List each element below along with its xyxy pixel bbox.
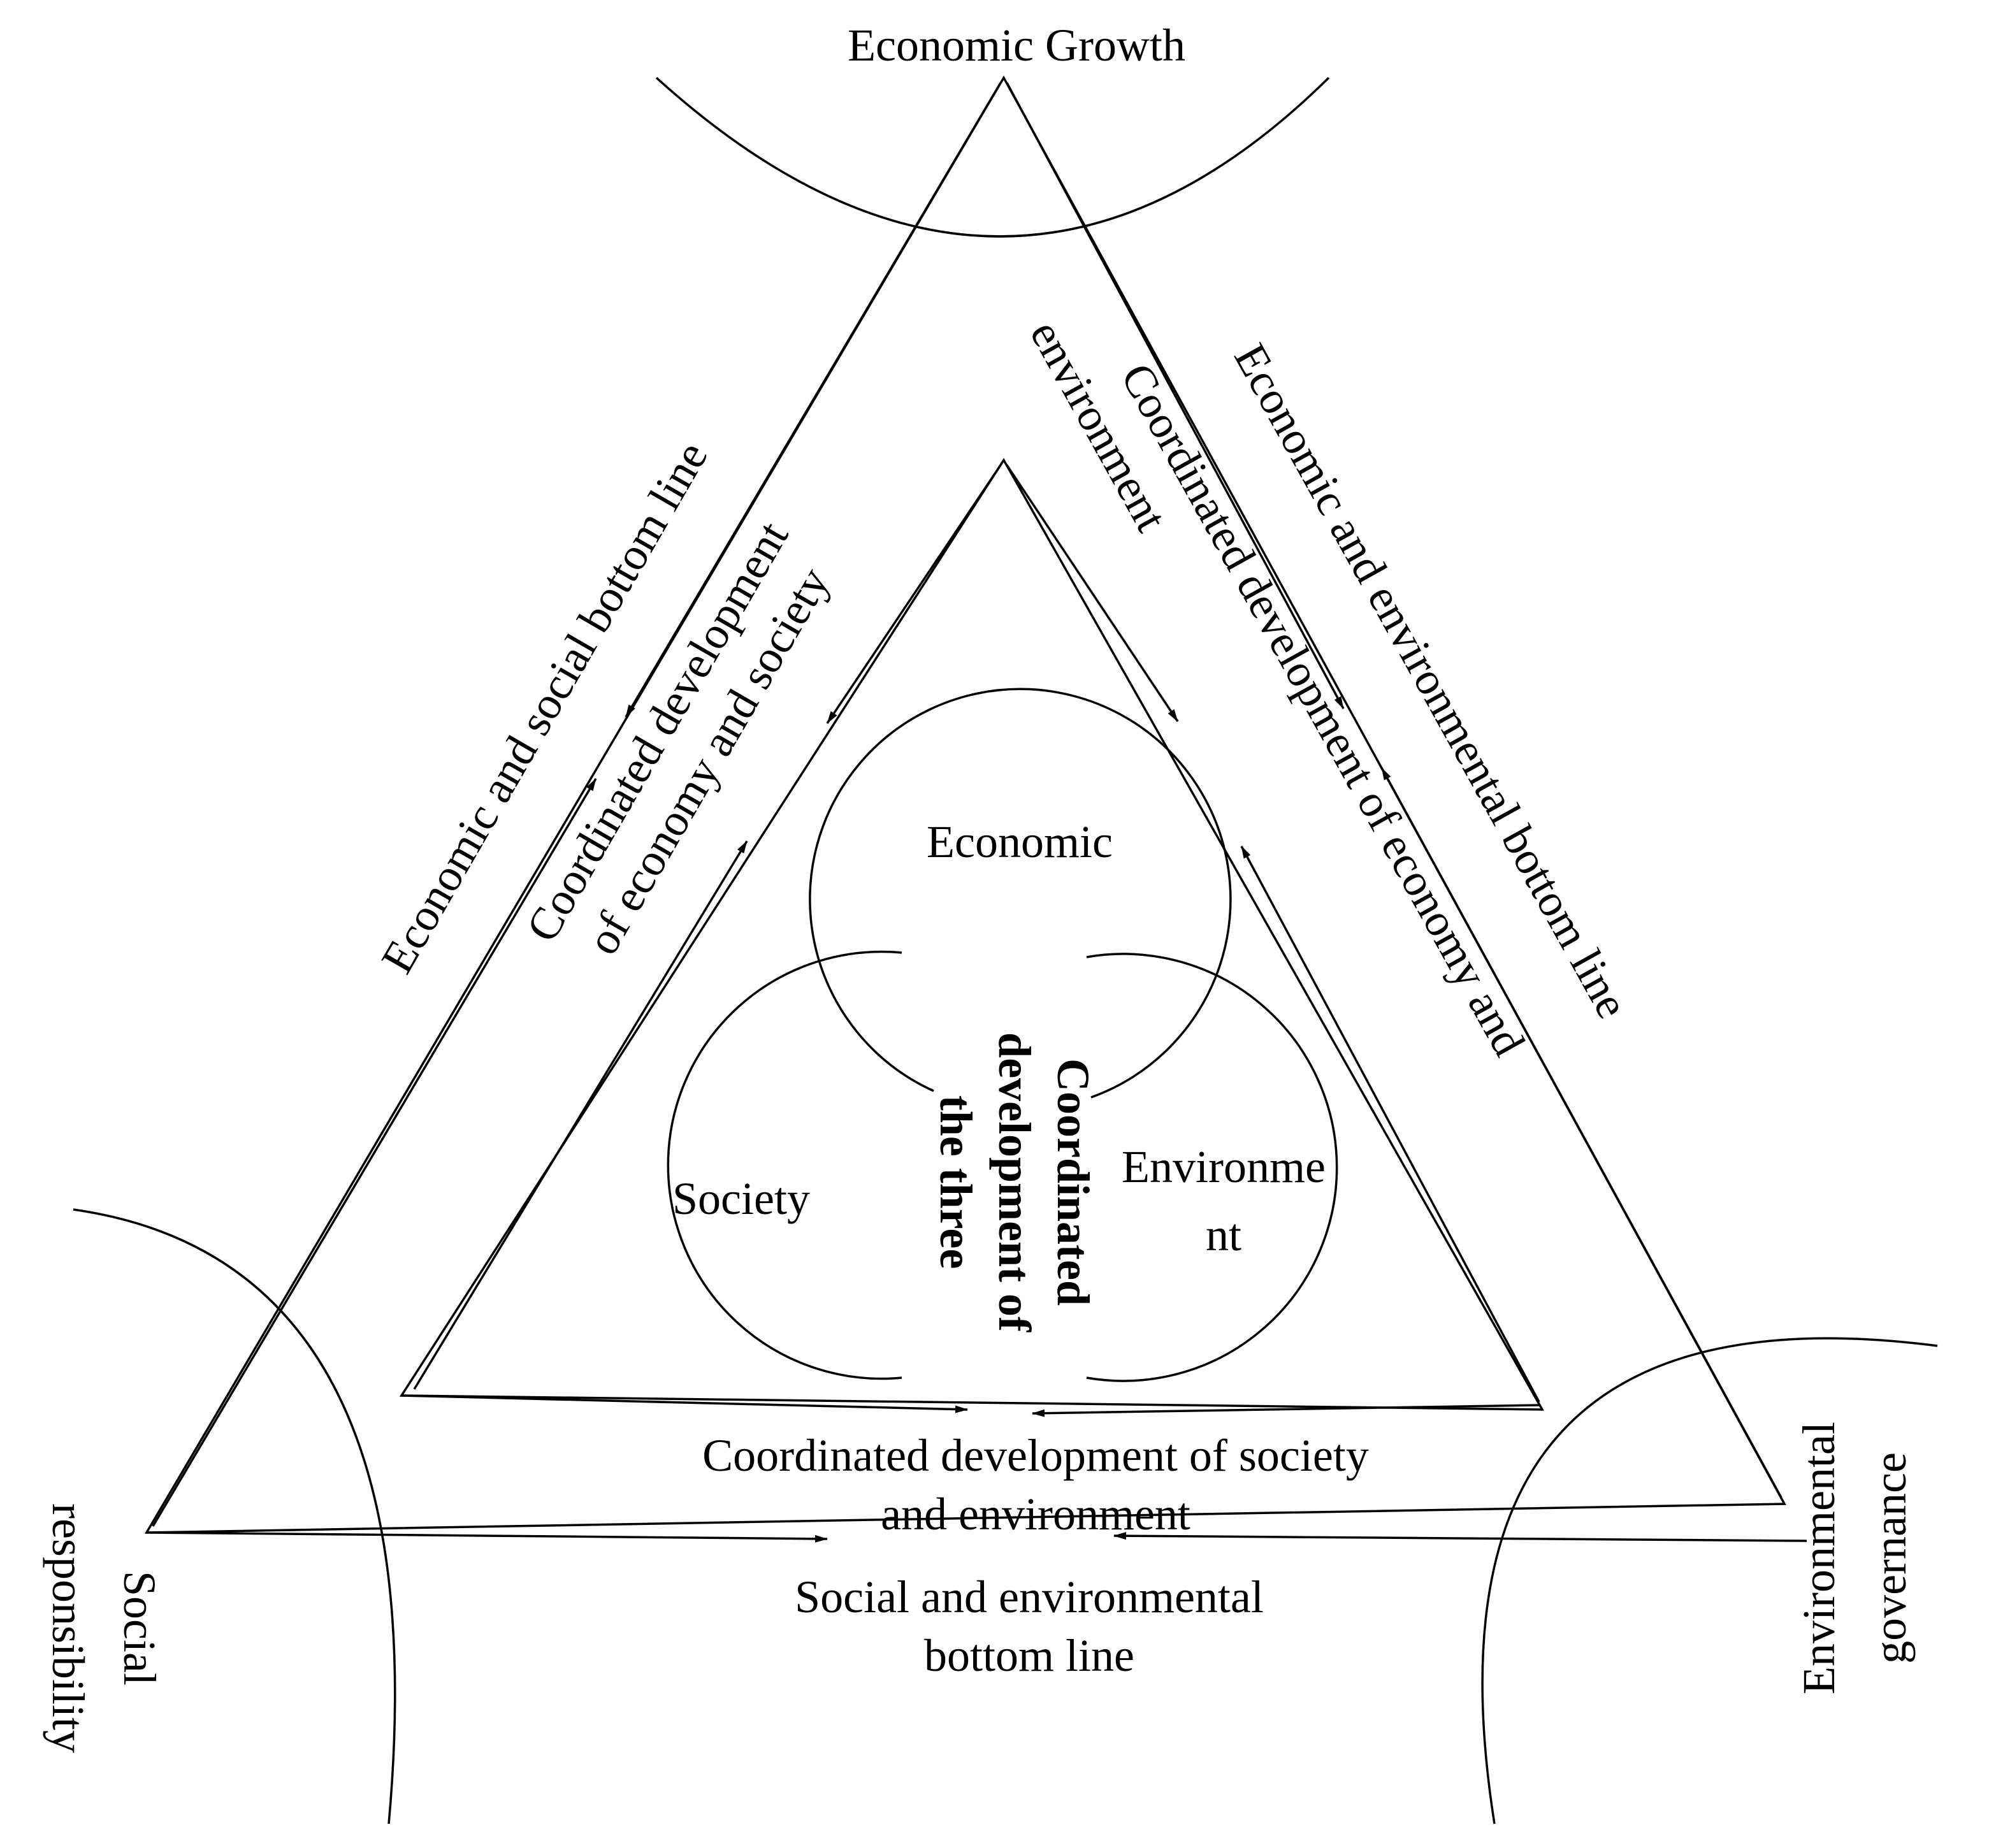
outer-triangle <box>144 75 1786 1534</box>
arrow-inner-bottom-left <box>1032 1404 1540 1417</box>
arrow-outer-right-down <box>1006 82 1345 709</box>
arrow-inner-bottom-right <box>401 1394 968 1413</box>
inner-left-side-label: Coordinated development of economy and s… <box>516 513 839 963</box>
outer-bottom-label-line-2: bottom line <box>924 1630 1134 1681</box>
society-circle-label: Society <box>672 1173 810 1224</box>
inner-bottom-label-line-2: and environment <box>881 1489 1190 1540</box>
corner-bottom-right-line-2: governance <box>1865 1452 1916 1664</box>
bottom-right-corner-arc <box>1481 1337 1938 1824</box>
arrow-outer-right-up <box>1380 767 1783 1498</box>
corner-bottom-left-line-2: responsibility <box>43 1503 94 1753</box>
bottom-left-corner-arc <box>73 1208 396 1824</box>
corner-top-label: Economic Growth <box>848 20 1185 71</box>
center-label: Coordinated development of the three <box>930 1032 1099 1332</box>
arrow-outer-bottom-right <box>146 1531 828 1543</box>
corner-bottom-right-line-1: Environmental <box>1793 1422 1844 1694</box>
arrow-inner-right-down <box>1006 465 1179 722</box>
arrow-inner-left-down <box>826 465 1002 724</box>
corner-bottom-right-label: Environmental governance <box>1793 1422 1916 1694</box>
corner-bottom-left-line-1: Social <box>114 1571 165 1686</box>
economic-circle <box>809 688 1232 1099</box>
arrow-outer-left-down <box>625 82 1002 718</box>
arrow-outer-left-up <box>152 778 597 1527</box>
arrow-inner-right-up <box>1240 846 1540 1403</box>
environment-circle-label-line-2: nt <box>1206 1209 1241 1260</box>
environment-circle <box>1086 953 1338 1382</box>
center-label-line-3: the three <box>930 1095 981 1269</box>
inner-triangle <box>399 458 1545 1411</box>
corner-bottom-left-label: Social responsibility <box>43 1503 165 1753</box>
center-label-line-2: development of <box>989 1032 1040 1332</box>
inner-bottom-label-line-1: Coordinated development of society <box>702 1430 1369 1481</box>
top-corner-arc <box>655 76 1330 238</box>
arrow-inner-left-up <box>413 841 748 1390</box>
economic-circle-label: Economic <box>927 816 1113 867</box>
society-circle <box>667 950 902 1380</box>
arrow-outer-bottom-left <box>1113 1532 1807 1542</box>
outer-bottom-label-line-1: Social and environmental <box>795 1571 1264 1622</box>
center-label-line-1: Coordinated <box>1048 1058 1099 1306</box>
environment-circle-label-line-1: Environme <box>1122 1141 1326 1192</box>
